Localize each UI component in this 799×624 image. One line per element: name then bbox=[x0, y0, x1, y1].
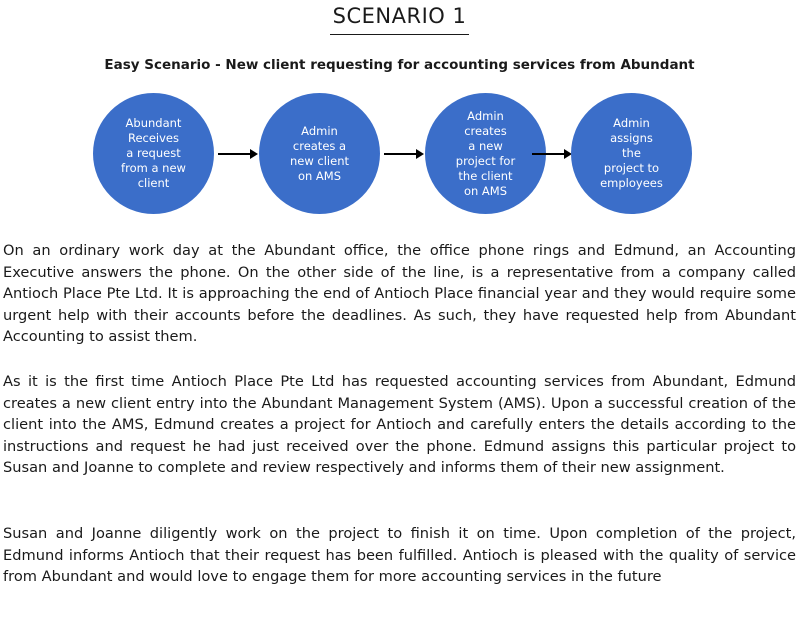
flow-arrow-3 bbox=[532, 149, 572, 159]
flow-step-receive-request: Abundant Receives a request from a new c… bbox=[93, 93, 214, 214]
flow-step-create-client: Admin creates a new client on AMS bbox=[259, 93, 380, 214]
flow-step-create-project: Admin creates a new project for the clie… bbox=[425, 93, 546, 214]
arrow-shaft bbox=[532, 153, 566, 155]
flow-step-assign-project: Admin assigns the project to employees bbox=[571, 93, 692, 214]
paragraph-completion: Susan and Joanne diligently work on the … bbox=[3, 525, 796, 586]
arrow-shaft bbox=[218, 153, 252, 155]
paragraph-intro: On an ordinary work day at the Abundant … bbox=[3, 242, 796, 346]
scenario-subtitle: Easy Scenario - New client requesting fo… bbox=[104, 57, 695, 73]
paragraph-client-creation: As it is the first time Antioch Place Pt… bbox=[3, 373, 796, 477]
arrow-shaft bbox=[384, 153, 418, 155]
flow-arrow-2 bbox=[384, 149, 424, 159]
page-title: SCENARIO 1 bbox=[329, 2, 470, 35]
arrow-right-icon bbox=[416, 149, 424, 159]
arrow-right-icon bbox=[564, 149, 572, 159]
flow-arrow-1 bbox=[218, 149, 258, 159]
process-flow-diagram: Abundant Receives a request from a new c… bbox=[93, 93, 733, 215]
arrow-right-icon bbox=[250, 149, 258, 159]
scenario-heading: SCENARIO 1 bbox=[0, 0, 799, 35]
